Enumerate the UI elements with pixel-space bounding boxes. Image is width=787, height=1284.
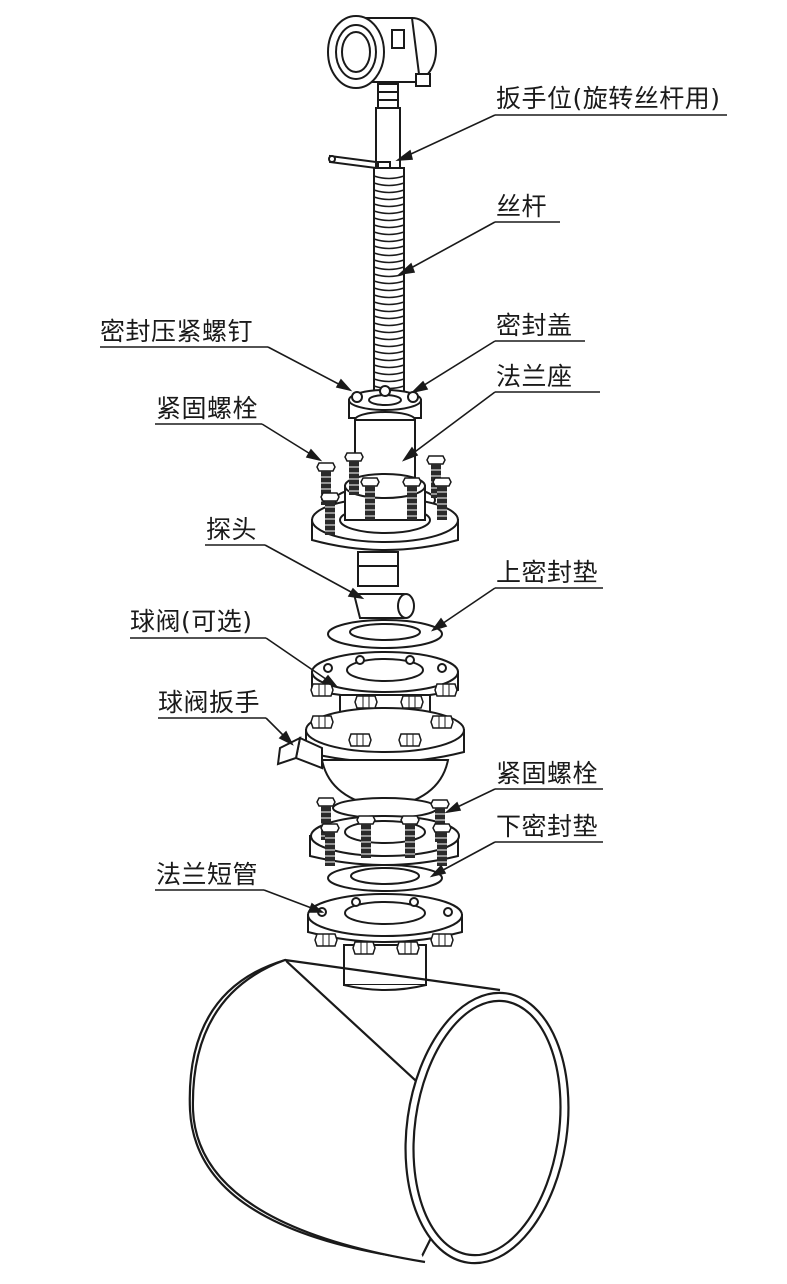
- screw-thread: [373, 266, 405, 271]
- label-ball-valve-optional: 球阀(可选): [130, 607, 253, 636]
- screw-thread: [373, 196, 405, 201]
- label-seal-cap: 密封盖: [496, 311, 573, 340]
- label-flange-seat: 法兰座: [496, 362, 573, 391]
- screw-thread: [373, 315, 405, 320]
- screw-thread: [373, 245, 405, 250]
- screw-thread: [373, 301, 405, 306]
- label-upper-gasket: 上密封垫: [496, 558, 599, 587]
- upper-gasket: [327, 619, 443, 649]
- screw-thread: [373, 336, 405, 341]
- lower-gasket: [327, 864, 443, 892]
- screw-thread: [373, 343, 405, 348]
- label-probe: 探头: [206, 515, 258, 544]
- label-seal-compression-screw: 密封压紧螺钉: [100, 317, 254, 346]
- screw-thread: [373, 329, 405, 334]
- probe: [352, 551, 415, 619]
- screw-thread: [373, 322, 405, 327]
- ball-valve: [276, 651, 465, 819]
- screw-thread: [373, 203, 405, 208]
- screw-thread: [373, 378, 405, 383]
- screw-thread: [373, 182, 405, 187]
- screw-thread: [373, 308, 405, 313]
- main-pipe: [188, 958, 570, 1265]
- screw-thread: [373, 224, 405, 229]
- screw-thread: [373, 189, 405, 194]
- screw-thread: [373, 231, 405, 236]
- screw-thread: [373, 294, 405, 299]
- screw-thread: [373, 357, 405, 362]
- screw-thread: [373, 350, 405, 355]
- screw-thread: [373, 273, 405, 278]
- label-ball-valve-handle: 球阀扳手: [158, 688, 261, 717]
- label-lower-gasket: 下密封垫: [496, 812, 599, 841]
- screw-thread: [373, 280, 405, 285]
- screw-thread: [373, 238, 405, 243]
- screw-thread: [373, 252, 405, 257]
- screw-thread: [373, 364, 405, 369]
- screw-thread: [373, 371, 405, 376]
- flange-short-pipe: [307, 893, 463, 991]
- label-fastening-bolt-lower: 紧固螺栓: [496, 759, 599, 788]
- label-flange-short-pipe: 法兰短管: [156, 860, 259, 889]
- lead-screw: [373, 167, 405, 394]
- leader-lines: [100, 114, 727, 913]
- label-fastening-bolt-upper: 紧固螺栓: [156, 394, 259, 423]
- screw-thread: [373, 175, 405, 180]
- screw-thread: [373, 287, 405, 292]
- screw-thread: [373, 210, 405, 215]
- label-lead-screw: 丝杆: [496, 192, 548, 221]
- screw-thread: [373, 217, 405, 222]
- screw-thread: [373, 259, 405, 264]
- label-wrench-position: 扳手位(旋转丝杆用): [496, 84, 721, 113]
- transmitter-head: [327, 15, 437, 109]
